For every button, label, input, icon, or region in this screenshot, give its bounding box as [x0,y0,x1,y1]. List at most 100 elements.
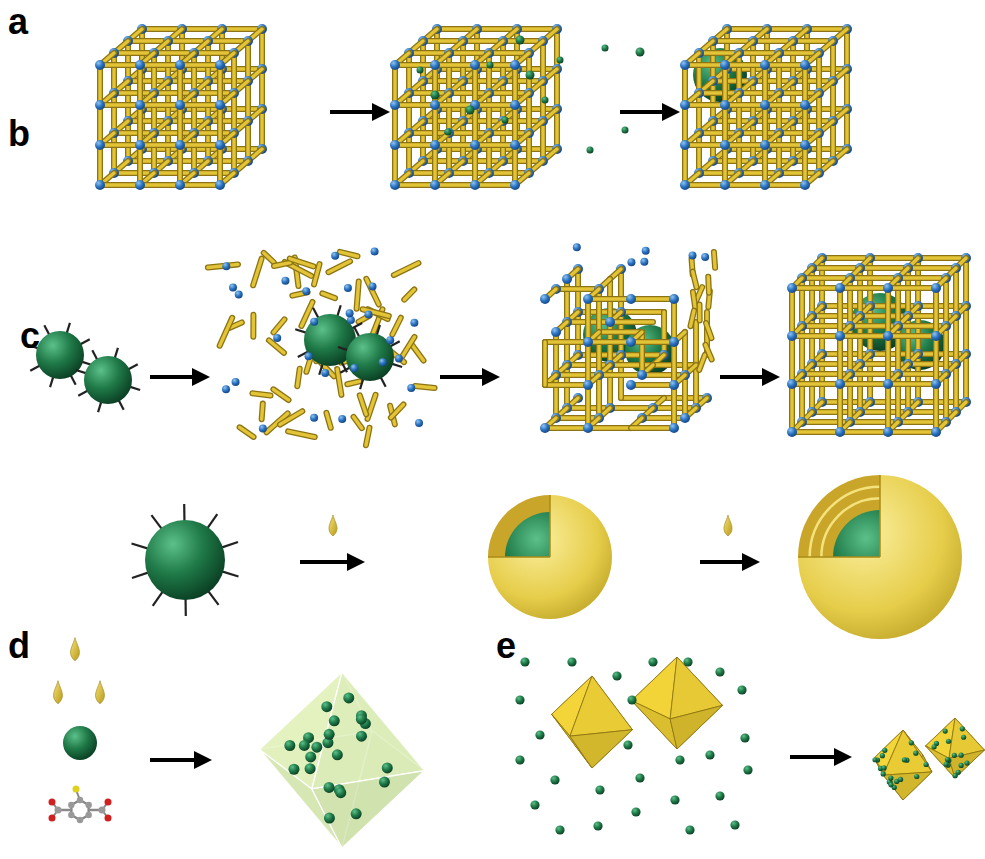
linker-rod [392,65,398,105]
linker-rod [353,417,361,428]
linker-rod [460,121,466,161]
linker-rod [802,276,850,279]
linker-rod [844,69,850,109]
mof-lattice [390,24,562,190]
small-nanoparticle [587,147,594,154]
linker-rod [205,41,211,81]
linker-rod [447,93,450,133]
linker-rod [97,65,103,105]
metal-node [369,282,377,290]
core-shell-particle [488,495,612,619]
linker-rod [513,105,516,145]
linker-rod [723,105,726,145]
linker-rod [585,385,591,428]
linker-rod [596,375,602,418]
linker-rod [411,344,423,361]
linker-rod [446,93,452,133]
linker-rod [262,404,263,420]
small-nanoparticle [343,692,354,703]
metal-node [701,253,709,261]
linker-rod [672,385,675,428]
linker-rod [435,182,475,188]
arrow-shaft [150,375,196,379]
linker-rod [817,133,820,173]
small-nanoparticle [284,740,295,751]
metal-node [551,327,561,337]
linker-rod [252,393,270,395]
linker-rod [273,389,288,400]
linker-rod [790,81,796,121]
linker-rod [154,131,194,134]
linker-rod [776,53,782,93]
linker-rod [475,183,515,186]
metal-node [395,355,403,363]
small-nanoparticle [431,91,440,100]
linker-rod [472,145,478,185]
linker-rod [697,133,700,173]
linker-rod [206,81,209,121]
dissolved-precursors [208,252,435,445]
linker-rod [151,133,157,173]
linker-rod [753,79,793,82]
linker-rod [206,41,209,81]
linker-rod [555,29,558,69]
linker-rod [722,145,728,185]
linker-rod [845,109,848,149]
linker-rod [792,381,840,387]
metal-node [135,60,145,70]
metal-node [470,60,480,70]
linker-rod [259,109,265,149]
linker-rod [152,93,155,133]
linker-rod [250,315,256,337]
linker-rod [556,373,599,376]
linker-rod [269,340,284,353]
metal-node [800,60,810,70]
linker-rod [475,102,515,108]
linker-rod [407,133,410,173]
linker-rod [710,121,716,161]
linker-rod [751,81,754,121]
linker-rod [885,288,891,336]
linker-rod [140,142,180,148]
linker-rod [151,53,157,93]
linker-rod [180,183,220,186]
linker-rod [725,182,765,188]
linker-rod [180,143,220,146]
metal-node [787,283,797,293]
linker-rod [706,323,711,338]
linker-rod [347,381,359,384]
small-nanoparticle [622,127,629,134]
small-nanoparticle [321,701,332,712]
linker-rod [840,382,888,385]
linker-rod [100,142,140,148]
linker-rod [360,395,366,414]
linker-rod [406,53,412,93]
linker-rod [831,121,834,161]
carbon-atom [68,812,74,818]
linker-rod [192,133,195,173]
metal-node [605,317,615,327]
linker-rod [830,41,836,81]
metal-node [583,337,593,347]
linker-rod [421,41,424,81]
linker-rod [222,67,262,70]
linker-rod [394,263,419,275]
linker-rod [540,121,546,161]
linker-rod [395,103,435,106]
linker-rod [933,384,939,432]
linker-rod [274,319,285,332]
linker-rod [713,119,753,122]
metal-node [344,284,352,292]
linker-rod [100,143,140,146]
metal-node [669,380,679,390]
linker-rod [682,65,688,105]
precursor-particles [417,36,645,154]
linker-rod [409,131,449,134]
oxygen-atom [105,815,112,822]
linker-rod [138,65,141,105]
linker-rod [789,336,795,384]
linker-rod [288,431,315,437]
metal-node [95,140,105,150]
metal-node [386,336,394,344]
linker-rod [789,384,795,432]
